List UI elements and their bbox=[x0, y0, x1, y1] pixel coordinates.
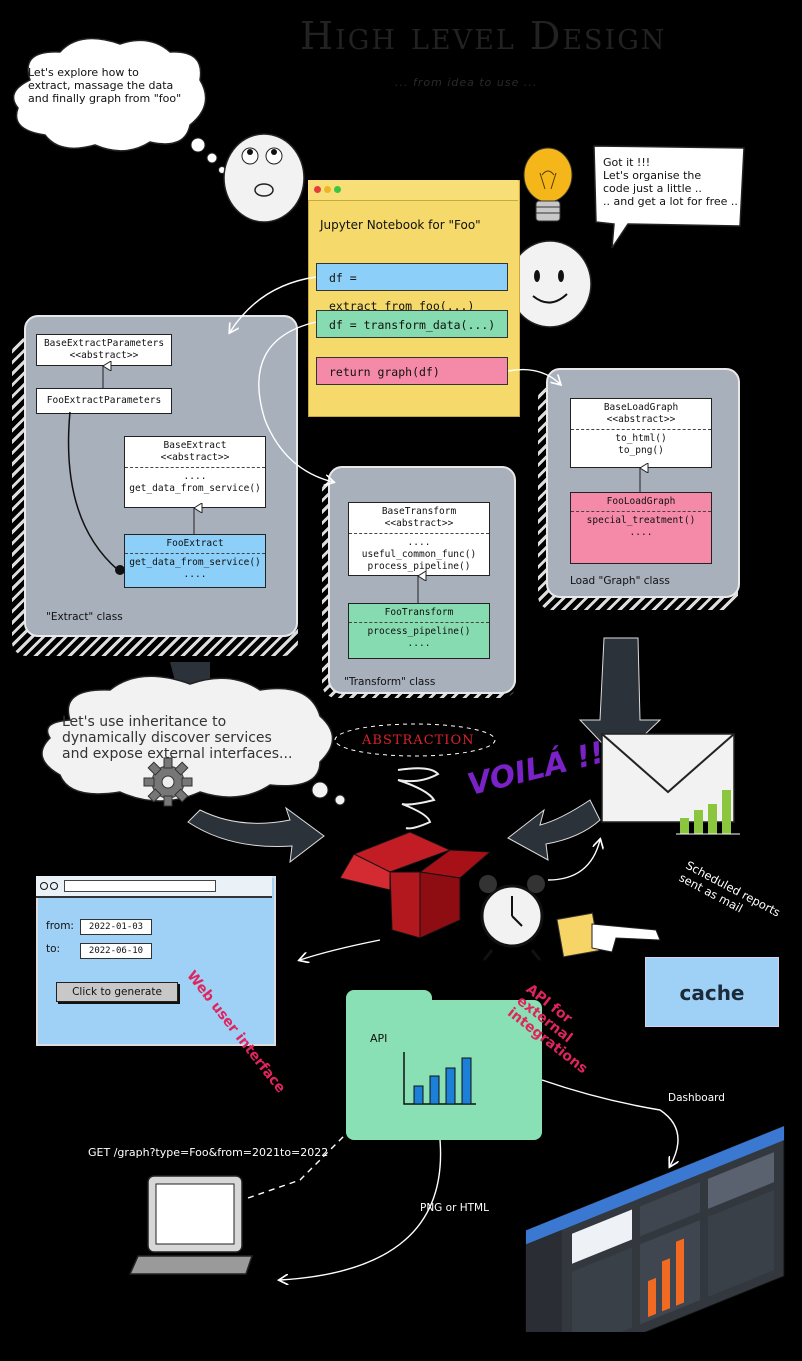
base-extract-name: BaseExtract bbox=[163, 440, 227, 451]
get-request-label: GET /graph?type=Foo&from=2021to=2022 bbox=[88, 1146, 329, 1159]
diagram-subtitle: ... from idea to use ... bbox=[395, 76, 538, 89]
base-extract-box: BaseExtract <<abstract>> .... get_data_f… bbox=[124, 436, 266, 508]
window-minimize-dot bbox=[324, 186, 331, 193]
base-transform-name: BaseTransform bbox=[381, 506, 457, 517]
organize-bubble-text: Got it !!! Let's organise the code just … bbox=[603, 156, 738, 208]
api-folder bbox=[346, 1000, 542, 1140]
dashboard-screenshot bbox=[525, 1125, 785, 1332]
web-ui-toolbar bbox=[36, 876, 272, 898]
load-caption: Load "Graph" class bbox=[570, 575, 670, 587]
cache-note: cache bbox=[645, 957, 779, 1027]
inherit-cloud-shape bbox=[41, 675, 346, 806]
foo-extract-name: FooExtract bbox=[166, 538, 224, 549]
thinking-face-icon bbox=[223, 133, 305, 223]
notebook-cell-transform: df = transform_data(...) bbox=[316, 310, 508, 338]
dashboard-label: Dashboard bbox=[668, 1092, 725, 1104]
abstraction-label: ABSTRACTION bbox=[362, 733, 475, 748]
diagram-title: High level Design bbox=[300, 14, 667, 58]
window-close-dot bbox=[314, 186, 321, 193]
base-extract-method: get_data_from_service() bbox=[129, 483, 261, 494]
foo-load-graph-name: FooLoadGraph bbox=[606, 496, 676, 507]
hand-holding-card-icon bbox=[556, 912, 661, 958]
base-transform-method-1: useful_common_func() bbox=[361, 549, 477, 560]
foo-extract-box: FooExtract get_data_from_service() .... bbox=[124, 534, 266, 588]
base-extract-parameters-name: BaseExtractParameters bbox=[43, 338, 165, 349]
base-transform-dots: .... bbox=[407, 537, 431, 548]
base-load-graph-method-1: to_html() bbox=[615, 433, 667, 444]
organize-bubble-shape bbox=[593, 145, 745, 249]
bar-chart-icon bbox=[403, 1052, 476, 1105]
foo-load-graph-box: FooLoadGraph special_treatment() .... bbox=[570, 492, 712, 564]
foo-transform-method: process_pipeline() bbox=[367, 626, 471, 637]
mail-envelope-icon bbox=[601, 733, 740, 835]
base-extract-stereotype: <<abstract>> bbox=[160, 452, 230, 463]
foo-extract-method: get_data_from_service() bbox=[129, 557, 261, 568]
notebook-cell-extract: df = extract_from_foo(...) bbox=[316, 263, 508, 313]
base-transform-box: BaseTransform <<abstract>> .... useful_c… bbox=[348, 502, 490, 576]
foo-transform-dots: .... bbox=[407, 638, 431, 649]
foo-load-graph-method: special_treatment() bbox=[586, 515, 696, 526]
inherit-cloud-text: Let's use inheritance to dynamically dis… bbox=[62, 714, 293, 762]
magic-box-icon bbox=[340, 767, 492, 939]
base-transform-method-2: process_pipeline() bbox=[367, 561, 471, 572]
intro-cloud-shape bbox=[12, 37, 226, 174]
notebook-cell-graph: return graph(df) bbox=[316, 357, 508, 385]
base-extract-parameters-stereotype: <<abstract>> bbox=[69, 350, 139, 361]
from-label: from: bbox=[46, 920, 74, 932]
gear-icon bbox=[143, 757, 193, 807]
base-load-graph-name: BaseLoadGraph bbox=[603, 402, 679, 413]
notebook-title: Jupyter Notebook for "Foo" bbox=[320, 218, 481, 232]
foo-extract-dots: .... bbox=[183, 569, 207, 580]
alarm-clock-icon bbox=[479, 875, 545, 961]
abstraction-cloud-shape bbox=[334, 723, 496, 757]
foo-transform-box: FooTransform process_pipeline() .... bbox=[348, 603, 490, 659]
api-folder-label: API bbox=[370, 1032, 388, 1045]
from-date-input[interactable]: 2022-01-03 bbox=[80, 919, 152, 935]
intro-cloud-text: Let's explore how to extract, massage th… bbox=[28, 66, 182, 105]
base-extract-dots: .... bbox=[183, 471, 207, 482]
base-transform-stereotype: <<abstract>> bbox=[384, 518, 454, 529]
to-label: to: bbox=[46, 943, 61, 955]
notebook-window-bar bbox=[308, 180, 518, 201]
base-load-graph-stereotype: <<abstract>> bbox=[606, 414, 676, 425]
foo-extract-parameters-name: FooExtractParameters bbox=[46, 395, 162, 406]
extract-caption: "Extract" class bbox=[46, 611, 123, 623]
lightbulb-icon bbox=[523, 147, 573, 222]
foo-transform-name: FooTransform bbox=[384, 607, 454, 618]
web-ui-window bbox=[36, 876, 276, 1046]
png-html-label: PNG or HTML bbox=[420, 1202, 489, 1214]
foo-extract-parameters-box: FooExtractParameters bbox=[36, 388, 172, 414]
browser-nav-icon bbox=[40, 882, 58, 890]
laptop-icon bbox=[128, 1175, 254, 1275]
base-load-graph-method-2: to_png() bbox=[618, 445, 664, 456]
browser-address-bar[interactable] bbox=[64, 880, 216, 892]
base-load-graph-box: BaseLoadGraph <<abstract>> to_html() to_… bbox=[570, 398, 712, 468]
generate-button[interactable]: Click to generate bbox=[56, 982, 178, 1002]
window-maximize-dot bbox=[334, 186, 341, 193]
to-date-input[interactable]: 2022-06-10 bbox=[80, 943, 152, 959]
transform-caption: "Transform" class bbox=[344, 676, 436, 688]
smiley-face-icon bbox=[508, 240, 592, 328]
foo-load-graph-dots: .... bbox=[629, 527, 653, 538]
